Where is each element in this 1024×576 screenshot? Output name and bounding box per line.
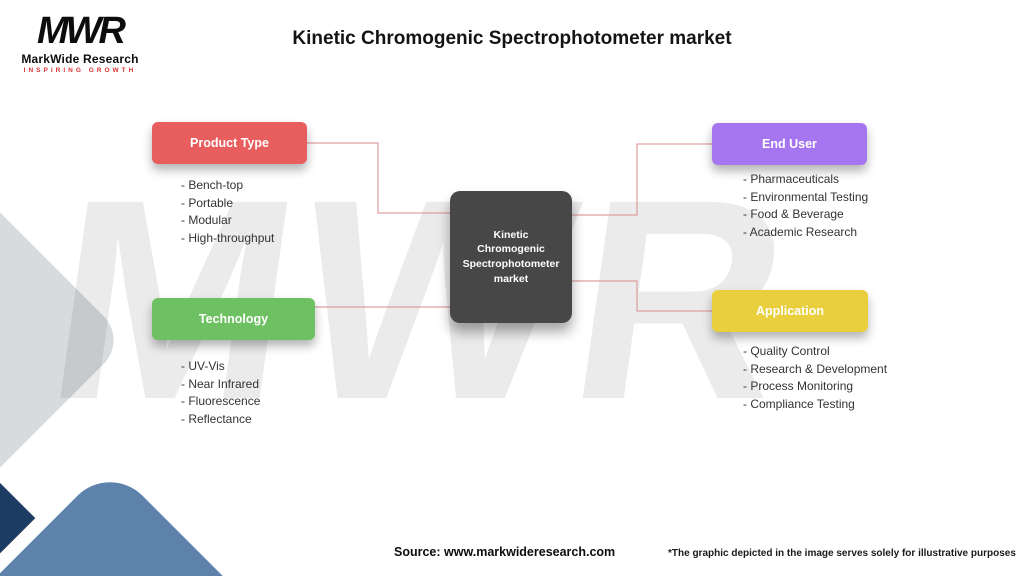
segment-item: - Research & Development	[743, 361, 888, 376]
segment-item: - Portable	[181, 195, 234, 210]
technology-box: Technology	[152, 298, 315, 340]
connector-end-user	[572, 143, 712, 216]
page-title: Kinetic Chromogenic Spectrophotometer ma…	[292, 28, 732, 49]
segment-item: - Fluorescence	[181, 394, 261, 408]
product-type-list: - Bench-top - Portable - Modular - High-…	[181, 177, 274, 247]
technology-list: - UV-Vis - Near Infrared - Fluorescence …	[181, 358, 260, 428]
segment-item: - Environmental Testing	[743, 189, 869, 204]
connector-product-type	[307, 142, 450, 214]
logo-acronym: MWR	[37, 10, 126, 52]
segment-item: - Near Infrared	[181, 376, 260, 391]
segment-item: - Pharmaceuticals	[743, 172, 840, 186]
segment-item: - Bench-top	[181, 178, 244, 192]
center-node: Kinetic Chromogenic Spectrophotometer ma…	[450, 191, 572, 323]
source-url: www.markwideresearch.com	[444, 545, 616, 559]
segment-item: - High-throughput	[181, 230, 275, 245]
logo-tagline: INSPIRING GROWTH	[23, 67, 137, 74]
segment-item: - Modular	[181, 213, 232, 227]
segment-item: - UV-Vis	[181, 359, 225, 373]
segment-item: - Reflectance	[181, 411, 252, 426]
product-type-box: Product Type	[152, 122, 307, 164]
segment-item: - Quality Control	[743, 344, 830, 358]
logo-name: MarkWide Research	[21, 52, 139, 66]
source-label: Source:	[394, 545, 441, 559]
end-user-box: End User	[712, 123, 867, 165]
logo: MWR MarkWide Research INSPIRING GROWTH	[16, 10, 144, 74]
disclaimer-text: *The graphic depicted in the image serve…	[668, 548, 1016, 559]
segment-item: - Academic Research	[743, 224, 858, 239]
segment-item: - Food & Beverage	[743, 207, 844, 221]
segment-item: - Process Monitoring	[743, 379, 854, 393]
end-user-list: - Pharmaceuticals - Environmental Testin…	[743, 171, 868, 241]
connector-application	[572, 280, 712, 312]
application-list: - Quality Control - Research & Developme…	[743, 343, 887, 413]
source-text: Source: www.markwideresearch.com	[394, 545, 615, 559]
segment-item: - Compliance Testing	[743, 396, 855, 411]
application-box: Application	[712, 290, 868, 332]
